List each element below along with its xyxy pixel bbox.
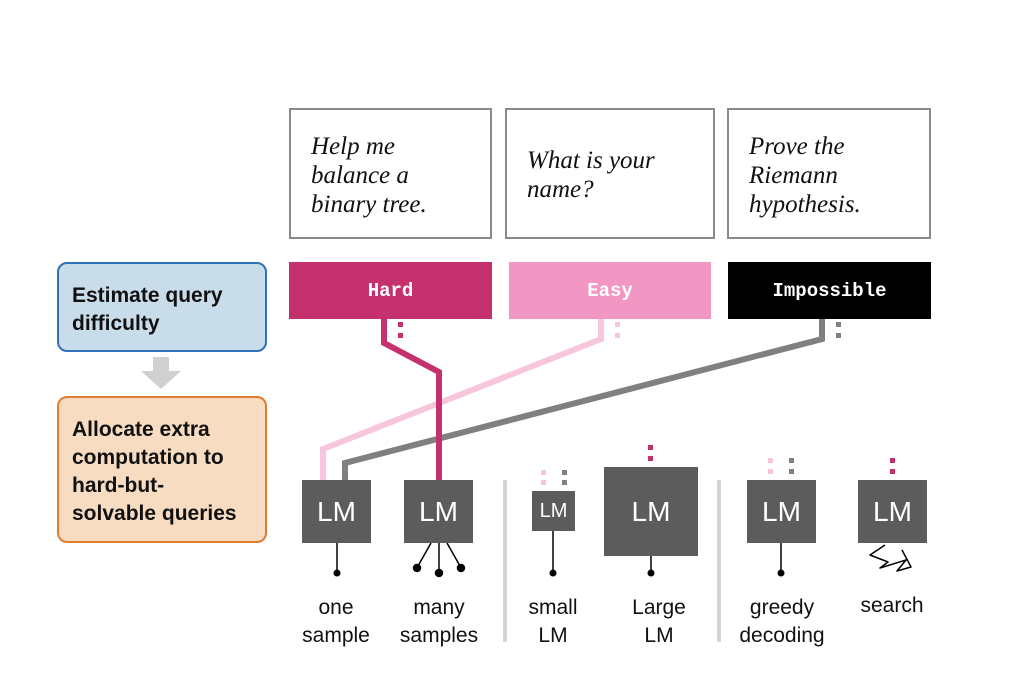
lm-large-box: LM — [604, 467, 698, 556]
route-hard-line — [381, 319, 442, 480]
divider-size-decoding — [717, 480, 721, 642]
easy-dots — [615, 322, 620, 338]
query-box-riemann: Prove the Riemann hypothesis. — [727, 108, 931, 239]
lm-small-box: LM — [532, 491, 575, 531]
lm-one-sample-box: LM — [302, 480, 371, 543]
large-lm-label: Large LM — [632, 596, 686, 647]
search-dots — [890, 458, 895, 474]
difficulty-easy-bar: Easy — [509, 262, 711, 319]
lm-search-box: LM — [858, 480, 927, 543]
many-samples-label: many samples — [399, 596, 479, 647]
one-sample-label: one sample — [302, 596, 370, 647]
lm-many-samples-box: LM — [404, 480, 473, 543]
impossible-dots — [836, 322, 841, 338]
down-arrow-icon — [141, 357, 181, 389]
difficulty-impossible-bar: Impossible — [728, 262, 931, 319]
query-box-binary-tree: Help me balance a binary tree. — [289, 108, 492, 239]
search-tree-icon — [869, 544, 912, 572]
large-lm-output-icon — [647, 556, 655, 577]
estimate-difficulty-step: Estimate query difficulty — [57, 262, 267, 352]
large-lm-dots — [648, 445, 653, 461]
many-samples-output-icon — [412, 542, 466, 578]
one-sample-output-icon — [333, 543, 341, 577]
greedy-decoding-label: greedy decoding — [739, 596, 825, 647]
divider-sampling-size — [503, 480, 507, 642]
hard-dots — [398, 322, 403, 338]
small-lm-output-icon — [549, 531, 557, 577]
lm-greedy-box: LM — [747, 480, 816, 543]
small-lm-label: small LM — [528, 596, 578, 647]
route-impossible-line — [342, 319, 825, 480]
small-lm-dots — [541, 470, 567, 485]
query-box-name: What is your name? — [505, 108, 715, 239]
allocate-computation-step: Allocate extra computation to hard-but- … — [57, 396, 267, 543]
greedy-output-icon — [777, 543, 785, 577]
route-easy-line — [320, 319, 604, 480]
search-label: search — [860, 594, 924, 617]
difficulty-hard-bar: Hard — [289, 262, 492, 319]
greedy-dots — [768, 458, 794, 474]
